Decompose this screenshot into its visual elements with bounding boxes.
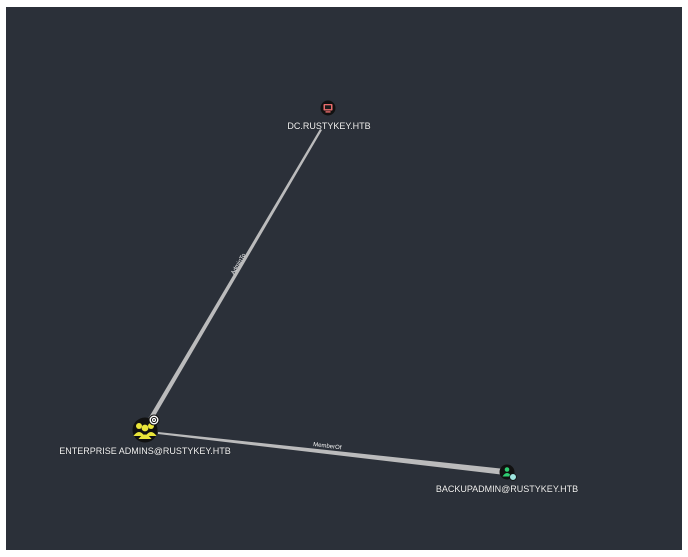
- edge-label-adminto: AdminTo: [231, 252, 248, 276]
- node-label-enterprise-admins: ENTERPRISE ADMINS@RUSTYKEY.HTB: [59, 446, 231, 456]
- start-badge-icon: [509, 473, 517, 481]
- node-enterprise-admins[interactable]: [132, 414, 160, 443]
- target-badge-icon: [148, 414, 160, 426]
- user-icon: [502, 467, 512, 477]
- computer-icon: [323, 104, 333, 113]
- node-dc[interactable]: [320, 100, 336, 116]
- graph-canvas[interactable]: [6, 7, 682, 550]
- node-backupadmin[interactable]: [499, 464, 517, 481]
- node-label-backupadmin: BACKUPADMIN@RUSTYKEY.HTB: [435, 484, 579, 494]
- node-label-dc: DC.RUSTYKEY.HTB: [287, 121, 371, 131]
- edge-label-memberof: MemberOf: [313, 442, 342, 451]
- edge-adminto[interactable]: AdminTo: [148, 129, 322, 421]
- edge-memberof[interactable]: MemberOf: [158, 432, 505, 475]
